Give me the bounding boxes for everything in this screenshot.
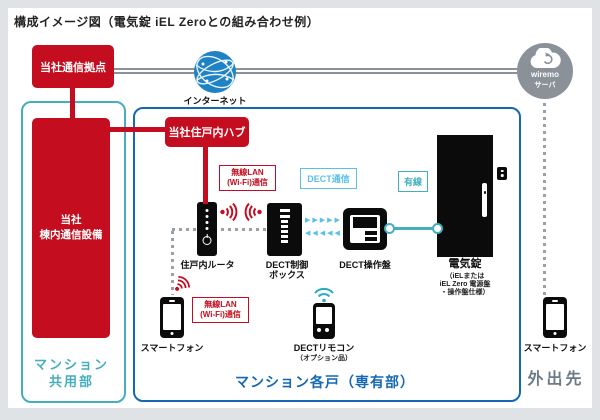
dect-arrows-left-icon: ◀◀◀◀◀ [305,230,342,237]
comm-base-box: 当社通信拠点 [32,45,114,88]
electric-lock-sublabel: （iELまたは iEL Zero 電源盤 ・操作盤仕様） [439,273,491,296]
outside-zone-label: 外出先 [527,371,585,388]
comm-base-label: 当社通信拠点 [40,61,106,74]
dotted-line-router-controlbox [172,228,266,231]
internet-backbone-line [114,68,521,74]
dotted-line-to-smartphone [171,231,174,295]
dect-arrows-right-icon: ▶▶▶▶▶ [305,217,342,224]
dect-comm-tag: DECT通信 [300,168,357,189]
electric-lock-door-icon [437,135,493,257]
dect-control-box-icon [267,203,302,256]
door-handle [482,183,487,217]
dect-panel-icon [343,208,387,250]
dect-remote-icon [313,303,335,339]
router-icon [197,202,217,256]
dect-panel-label: DECT操作盤 [339,260,391,270]
electric-lock-label: 電気錠 [448,258,482,270]
building-equipment-label: 当社 棟内通信設備 [39,214,103,241]
smartphone-unit-label: スマートフォン [140,343,204,353]
wired-connection-line [390,227,437,230]
router-label: 住戸内ルータ [180,260,235,270]
hub-box: 当社住戸内ハブ [165,117,249,147]
dotted-line-server-to-smartphone [543,103,546,295]
wiremo-server-node: wiremo サーバ [517,43,573,99]
wifi-waves-left-icon [243,202,263,227]
wired-tag: 有線 [398,171,428,192]
diagram-title: 構成イメージ図（電気錠 iEL Zeroとの組み合わせ例） [14,15,320,29]
building-equipment-box: 当社 棟内通信設備 [32,118,110,338]
wifi-waves-right-icon [219,202,239,227]
wiremo-server-name: wiremo [530,70,559,79]
unit-area-zone-label: マンション各戸（専有部） [235,374,415,390]
internet-label: インターネット [183,96,247,106]
smartphone-unit-icon [160,297,184,338]
wired-connector-left [384,223,395,234]
cloud-sync-icon [530,48,561,68]
hub-label: 当社住戸内ハブ [168,127,246,139]
internet-globe-icon [193,50,237,94]
smartphone-outside-label: スマートフォン [523,343,587,353]
dect-control-box-label: DECT制御 ボックス [265,260,309,280]
smartphone-outside-icon [543,297,567,338]
dect-remote-label: DECTリモコン [293,343,355,353]
wifi-tag-top: 無線LAN (Wi-Fi)通信 [219,165,276,191]
power-icon [202,236,212,245]
common-area-zone-label: マンション 共用部 [33,357,109,389]
wifi-tag-bottom: 無線LAN (Wi-Fi)通信 [192,297,249,323]
line-building-to-hub [110,127,167,132]
line-commbase-to-building [70,85,75,120]
wiremo-server-sub: サーバ [534,82,556,89]
dect-remote-sublabel: （オプション品） [296,355,352,362]
wifi-signal-icon [169,272,198,301]
dect-remote-wifi-icon [313,286,335,308]
line-hub-to-router [203,146,208,204]
lock-keypad-icon [497,167,507,180]
wired-connector-right [432,223,443,234]
router-leds [205,209,209,230]
